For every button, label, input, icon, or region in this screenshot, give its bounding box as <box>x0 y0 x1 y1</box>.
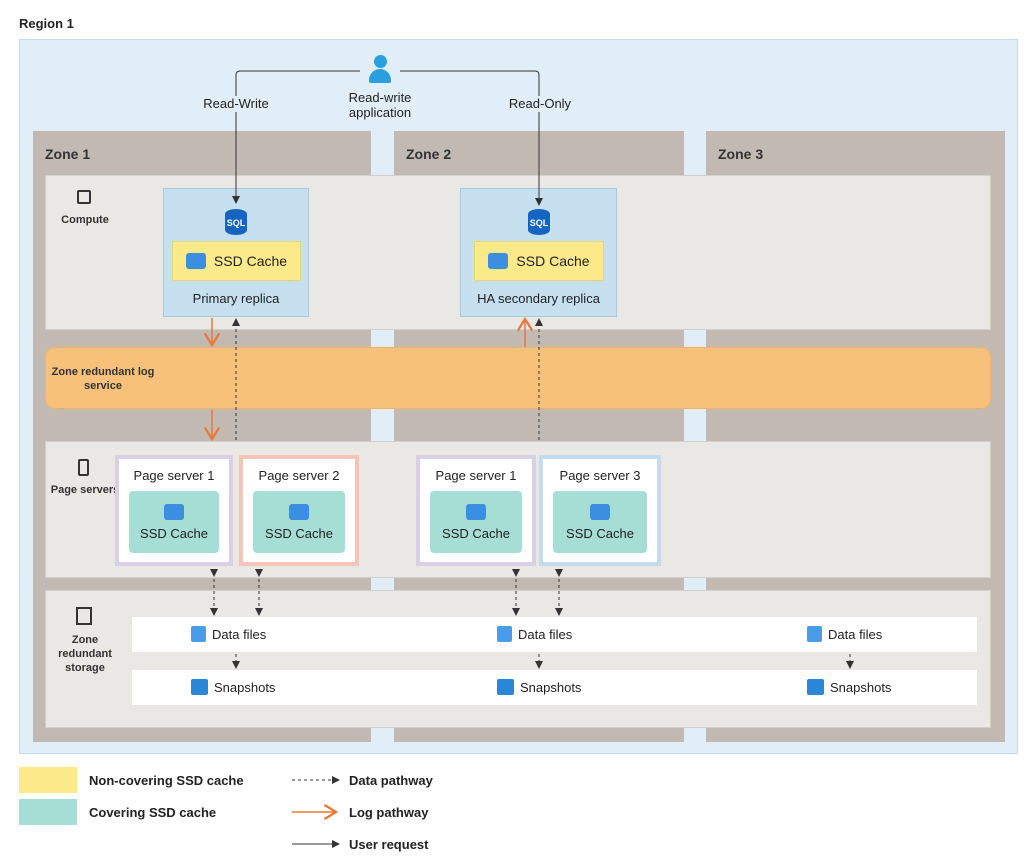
read-only-label: Read-Only <box>500 96 580 111</box>
page-server-name: Page server 3 <box>559 468 641 483</box>
data-files-label: Data files <box>212 626 267 642</box>
files-icon <box>807 626 822 642</box>
ssd-cache-label: SSD Cache <box>213 253 288 269</box>
ha-secondary-replica[interactable]: SQL SSD Cache HA secondary replica <box>460 188 617 317</box>
page-server[interactable]: Page server 1 SSD Cache <box>115 455 233 566</box>
legend-data-pathway: Data pathway <box>349 773 433 788</box>
legend-non-covering: Non-covering SSD cache <box>89 773 244 788</box>
ssd-cache-label: SSD Cache <box>442 525 510 541</box>
compute-label: Compute <box>61 214 109 226</box>
ssd-cache: SSD Cache <box>129 491 219 553</box>
files-icon <box>191 626 206 642</box>
page-servers-label: Page servers <box>50 484 120 496</box>
ssd-icon <box>289 503 309 520</box>
snapshot-icon <box>191 679 208 695</box>
ssd-icon <box>185 253 206 269</box>
data-files-bar <box>132 617 977 652</box>
zone-label: Zone 2 <box>406 146 452 162</box>
page-server[interactable]: Page server 1 SSD Cache <box>416 455 536 566</box>
snapshots-label: Snapshots <box>214 679 276 695</box>
snapshots[interactable]: Snapshots <box>497 679 581 695</box>
log-service <box>45 347 991 409</box>
device-icon <box>78 459 89 476</box>
legend-swatch-covering <box>19 799 77 825</box>
data-files-label: Data files <box>518 626 573 642</box>
ssd-cache-label: SSD Cache <box>265 525 333 541</box>
ssd-cache-label: SSD Cache <box>566 525 634 541</box>
user-icon <box>369 55 391 85</box>
data-files-label: Data files <box>828 626 883 642</box>
ssd-cache-label: SSD Cache <box>516 253 590 269</box>
snapshot-icon <box>497 679 514 695</box>
legend-swatch-non-covering <box>19 767 77 793</box>
data-files[interactable]: Data files <box>807 626 882 642</box>
legend-covering: Covering SSD cache <box>89 805 217 820</box>
ssd-cache: SSD Cache <box>553 491 647 553</box>
read-write-label: Read-Write <box>196 96 276 111</box>
ssd-cache: SSD Cache <box>172 241 301 281</box>
snapshots[interactable]: Snapshots <box>807 679 891 695</box>
storage-label: Zone redundant storage <box>58 634 112 674</box>
ssd-icon <box>164 503 184 520</box>
ssd-cache: SSD Cache <box>474 241 604 281</box>
ssd-icon <box>466 503 486 520</box>
snapshots-bar <box>132 670 977 705</box>
data-files[interactable]: Data files <box>191 626 266 642</box>
legend-lines <box>292 776 340 848</box>
log-service-label: Zone redundant log service <box>51 366 155 392</box>
snapshots-label: Snapshots <box>830 679 892 695</box>
page-server-name: Page server 1 <box>133 468 215 483</box>
ssd-icon <box>488 253 509 269</box>
legend-log-pathway: Log pathway <box>349 805 429 820</box>
snapshot-icon <box>807 679 824 695</box>
application-label: Read-write application <box>348 90 412 120</box>
storage-icon <box>76 607 92 625</box>
ssd-cache: SSD Cache <box>253 491 345 553</box>
sql-database-icon: SQL <box>225 209 247 235</box>
region-title: Region 1 <box>19 16 74 31</box>
processor-icon <box>77 190 91 204</box>
data-pathway-arrows <box>210 318 854 669</box>
replica-name: HA secondary replica <box>477 291 600 306</box>
log-pathway-arrows <box>212 318 525 439</box>
files-icon <box>497 626 512 642</box>
legend-user-request: User request <box>349 837 429 852</box>
snapshots[interactable]: Snapshots <box>191 679 275 695</box>
ssd-cache: SSD Cache <box>430 491 522 553</box>
ssd-cache-label: SSD Cache <box>140 525 208 541</box>
user-request-arrows <box>236 70 539 202</box>
page-server[interactable]: Page server 2 SSD Cache <box>239 455 359 566</box>
page-server-name: Page server 2 <box>258 468 340 483</box>
sql-database-icon: SQL <box>528 209 550 235</box>
data-files[interactable]: Data files <box>497 626 572 642</box>
ssd-icon <box>590 503 610 520</box>
page-server[interactable]: Page server 3 SSD Cache <box>539 455 661 566</box>
snapshots-label: Snapshots <box>520 679 582 695</box>
zone-label: Zone 3 <box>718 146 764 162</box>
replica-name: Primary replica <box>192 291 280 306</box>
page-server-name: Page server 1 <box>435 468 517 483</box>
zone-label: Zone 1 <box>45 146 91 162</box>
